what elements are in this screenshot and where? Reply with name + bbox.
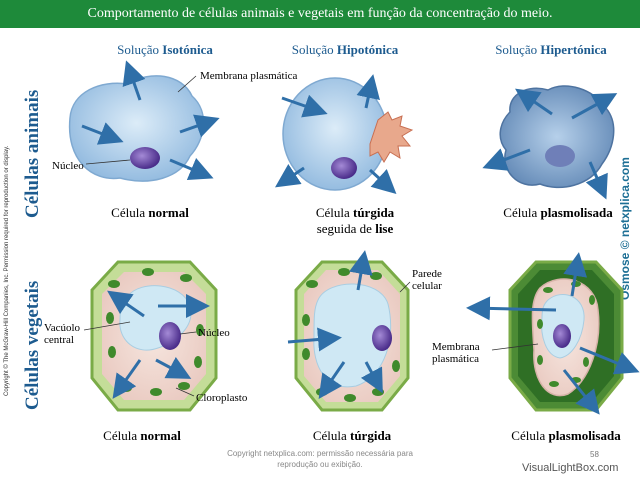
caption-animal-plasmolysed: Célula plasmolisada [468,205,640,221]
caption-plain: Célula [503,205,541,220]
nucleus [553,324,571,348]
caption-bold: plasmolisada [548,428,621,443]
column-heading-bold: Isotónica [162,42,213,57]
caption-plain: seguida de [316,221,376,236]
column-heading-prefix: Solução [291,42,337,57]
column-heading-prefix: Solução [495,42,541,57]
caption-animal-normal: Célula normal [60,205,240,221]
caption-plant-turgid: Célula túrgida [262,428,442,444]
caption-plain: Célula [103,428,141,443]
caption-bold: lise [375,221,394,236]
caption-animal-turgid: Célula túrgida seguida de lise [265,205,445,237]
footer-copyright: Copyright netxplica.com: permissão neces… [227,449,413,469]
label-nucleo-animal: Núcleo [52,160,84,172]
caption-plant-normal: Célula normal [52,428,232,444]
label-parede: Parede celular [412,268,442,292]
column-heading-hypertonic: Solução Hipertónica [461,42,640,58]
caption-bold: túrgida [353,205,395,220]
column-heading-bold: Hipertónica [540,42,607,57]
nucleus [159,322,181,350]
caption-bold: normal [148,205,189,220]
column-heading-hypotonic: Solução Hipotónica [255,42,435,58]
column-heading-isotonic: Solução Isotónica [75,42,255,58]
animal-cell-plasmolysed [482,85,618,200]
nucleus [545,145,575,167]
page-number: 58 [590,450,599,459]
watermark: VisualLightBox.com [522,462,619,474]
chloroplasts [537,281,595,387]
caption-plain: Célula [315,205,353,220]
caption-plain: Célula [511,428,549,443]
page-title: Comportamento de células animais e veget… [87,6,553,21]
caption-bold: túrgida [350,428,392,443]
nucleus [372,325,392,351]
plant-cell-turgid [287,250,411,412]
label-vacuolo: Vacúolo central [44,322,81,346]
caption-plain: Célula [111,205,149,220]
caption-plain: Célula [312,428,350,443]
label-membrana-animal: Membrana plasmática [200,70,298,82]
column-heading-bold: Hipotónica [336,42,399,57]
label-nucleo-plant: Núcleo [198,327,230,339]
title-bar: Comportamento de células animais e veget… [0,0,640,28]
plant-cell-plasmolysed [466,252,640,415]
column-heading-prefix: Solução [117,42,163,57]
nucleus [130,147,160,169]
caption-line-2: seguida de lise [265,221,445,237]
caption-bold: plasmolisada [540,205,613,220]
label-membrana-plant: Membrana plasmática [432,341,480,365]
caption-line-1: Célula túrgida [265,205,445,221]
plant-cell-normal [83,260,218,412]
nucleus [331,157,357,179]
caption-bold: normal [140,428,181,443]
label-cloroplasto: Cloroplasto [196,392,248,404]
caption-plant-plasmolysed: Célula plasmolisada [476,428,640,444]
animal-cell-turgid [275,74,414,195]
animal-cell-normal [68,60,220,182]
